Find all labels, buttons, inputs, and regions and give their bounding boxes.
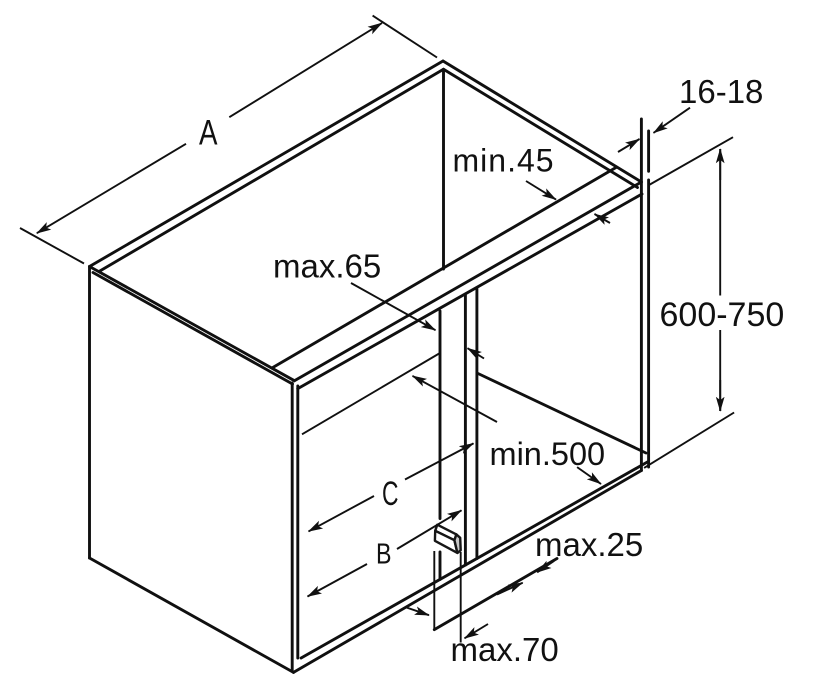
svg-text:16-18: 16-18 <box>679 73 763 110</box>
svg-text:max.70: max.70 <box>451 631 559 668</box>
svg-text:C: C <box>382 475 399 513</box>
svg-text:A: A <box>199 114 218 153</box>
svg-text:max.25: max.25 <box>535 526 643 563</box>
svg-text:B: B <box>376 539 392 571</box>
svg-text:min.45: min.45 <box>453 142 555 178</box>
svg-text:600-750: 600-750 <box>660 296 785 334</box>
svg-text:max.65: max.65 <box>273 248 381 285</box>
svg-text:min.500: min.500 <box>490 436 606 472</box>
